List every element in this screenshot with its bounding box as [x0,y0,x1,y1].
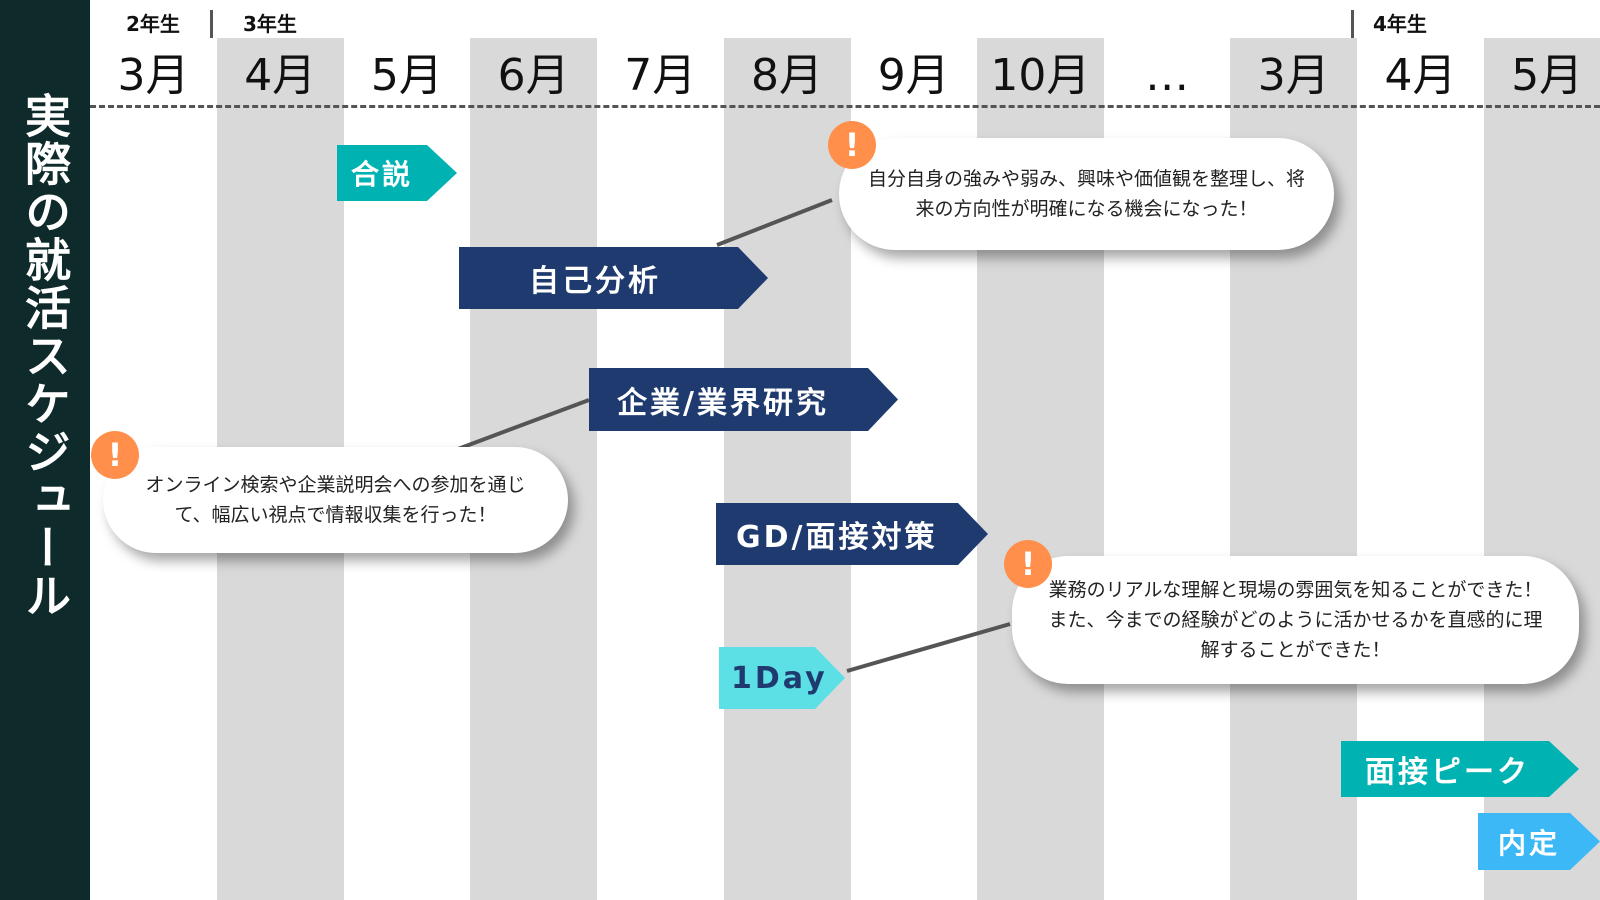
timeline-divider [90,105,1600,108]
phase-interview-peak: 面接ピーク [1341,741,1579,797]
year-label-3: 3年生 [243,12,297,36]
connector-line [716,198,833,247]
year-label-4: 4年生 [1373,12,1427,36]
phase-offer: 内定 [1478,813,1600,870]
month-label: 7月 [624,50,697,101]
year-divider [1351,10,1354,38]
month-label: 3月 [117,50,190,101]
exclamation-icon: ! [91,431,139,479]
comment-bubble-oneday: 業務のリアルな理解と現場の雰囲気を知ることができた！また、今までの経験がどのよう… [1012,556,1579,684]
exclamation-icon: ! [1004,540,1052,588]
comment-text: 自分自身の強みや弱み、興味や価値観を整理し、将来の方向性が明確になる機会になった… [867,168,1305,220]
month-label: 4月 [244,50,317,101]
year-divider [210,10,213,38]
phase-oneday: 1Day [719,647,845,709]
exclamation-icon: ! [828,121,876,169]
comment-text: 業務のリアルな理解と現場の雰囲気を知ることができた！また、今までの経験がどのよう… [1048,579,1543,661]
month-label: … [1145,50,1190,101]
month-label: 5月 [370,50,443,101]
month-label: 5月 [1511,50,1584,101]
connector-line [846,622,1011,673]
phase-company-research: 企業/業界研究 [589,368,898,431]
month-label: 3月 [1257,50,1330,101]
phase-gd-interview: GD/面接対策 [716,503,988,565]
year-label-2: 2年生 [126,12,180,36]
page-title: 実際の就活スケジュール [18,92,72,620]
connector-line [457,398,590,451]
comment-bubble-self-analysis: 自分自身の強みや弱み、興味や価値観を整理し、将来の方向性が明確になる機会になった… [839,138,1334,250]
comment-bubble-company-research: オンライン検索や企業説明会への参加を通じて、幅広い視点で情報収集を行った！ [103,447,568,553]
phase-self-analysis: 自己分析 [459,247,768,309]
month-label: 9月 [877,50,950,101]
sidebar: 実際の就活スケジュール [0,0,90,900]
month-label: 4月 [1384,50,1457,101]
month-column [723,38,851,900]
month-label: 8月 [751,50,823,101]
month-label: 6月 [497,50,570,101]
month-label: 10月 [990,50,1091,101]
comment-text: オンライン検索や企業説明会への参加を通じて、幅広い視点で情報収集を行った！ [145,474,526,526]
